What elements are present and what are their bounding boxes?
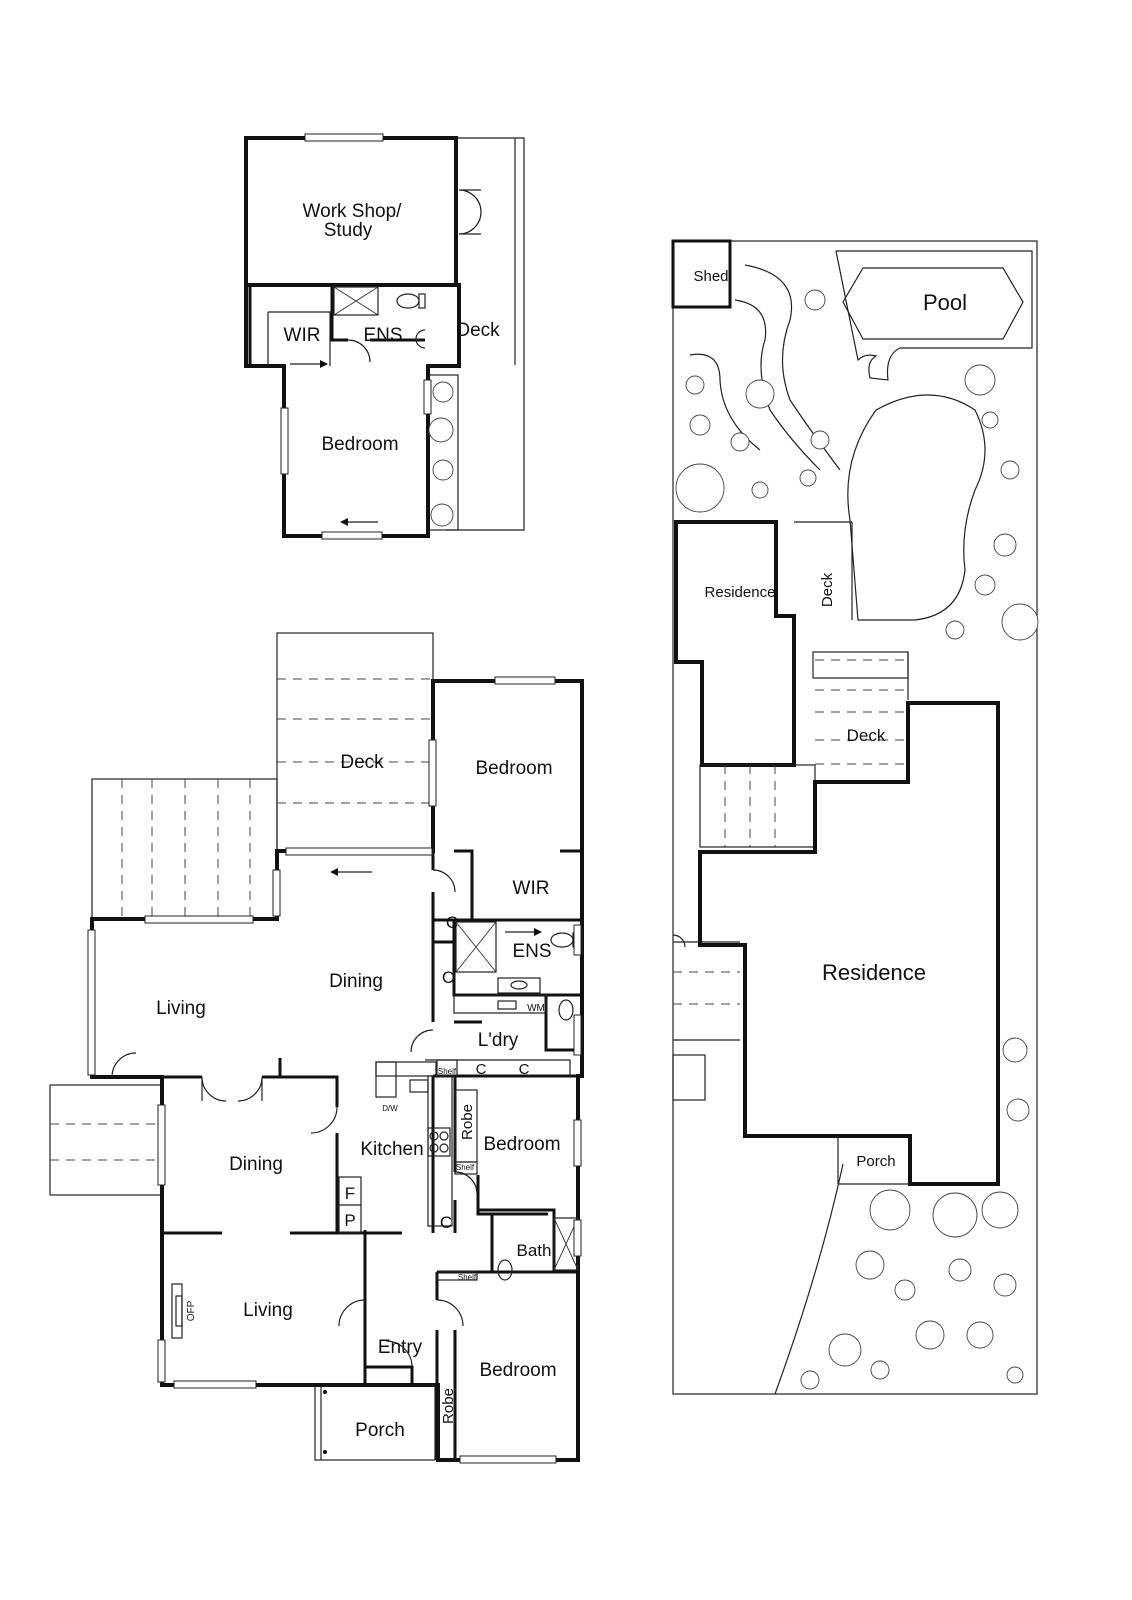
robe-front-label: Robe [440, 1388, 457, 1424]
site-pool-label: Pool [923, 290, 967, 315]
room-bath-label: Bath [517, 1241, 552, 1260]
room-studio-ens-label: ENS [363, 325, 402, 346]
laundry-cupboard-1-label: C [476, 1061, 487, 1078]
house-plan: Deck Bedroom WIR ENS C C WM L'dry Shelf … [49, 632, 584, 1464]
room-porch-label: Porch [355, 1420, 405, 1441]
robe-mid-label: Robe [459, 1104, 476, 1140]
room-bedroom-mid-label: Bedroom [483, 1134, 560, 1155]
cupboard-lower-label: C [440, 1213, 452, 1232]
site-deck-label: Deck [847, 726, 886, 745]
room-workshop-label-1: Work Shop/ [303, 201, 403, 222]
room-living-rear-label: Living [156, 998, 206, 1019]
washing-machine-label: WM [527, 1003, 545, 1014]
room-studio-wir-label: WIR [284, 325, 321, 346]
fridge-label: F [345, 1184, 355, 1203]
cupboard-mid-label: C [442, 968, 454, 987]
room-bedroom-rear-label: Bedroom [475, 758, 552, 779]
room-studio-deck-label: Deck [456, 320, 500, 341]
laundry-cupboard-2-label: C [519, 1061, 530, 1078]
site-residence-small-label: Residence [705, 584, 776, 601]
robe-shelf-label: Shelf [456, 1163, 475, 1172]
studio-plan: Work Shop/ Study WIR ENS Deck Bedroom [244, 133, 525, 540]
room-kitchen-label: Kitchen [360, 1139, 423, 1160]
room-dining-rear-label: Dining [329, 971, 383, 992]
room-living-front-label: Living [243, 1300, 293, 1321]
bath-shelf-label: Shelf [458, 1273, 477, 1282]
room-workshop-label-2: Study [324, 220, 373, 241]
dishwasher-label: D/W [382, 1104, 398, 1113]
room-house-deck-label: Deck [340, 752, 384, 773]
site-porch-label: Porch [856, 1153, 895, 1170]
room-entry-label: Entry [378, 1337, 423, 1358]
room-bedroom-front-label: Bedroom [479, 1360, 556, 1381]
room-ens-label: ENS [512, 941, 551, 962]
site-deck-vertical-label: Deck [819, 572, 836, 607]
site-planting [675, 289, 1039, 1390]
room-dining-front-label: Dining [229, 1154, 283, 1175]
laundry-shelf-label: Shelf [438, 1067, 457, 1076]
cupboard-upper-label: C [446, 913, 458, 932]
pantry-label: P [344, 1211, 355, 1230]
room-laundry-label: L'dry [478, 1030, 519, 1051]
site-shed-label: Shed [693, 268, 728, 285]
site-plan: Shed Pool Residence Deck Deck Residence … [671, 239, 1039, 1395]
room-studio-bedroom-label: Bedroom [321, 434, 398, 455]
open-fireplace-label: OFP [186, 1300, 197, 1321]
room-wir-label: WIR [513, 878, 550, 899]
site-residence-label: Residence [822, 960, 926, 985]
